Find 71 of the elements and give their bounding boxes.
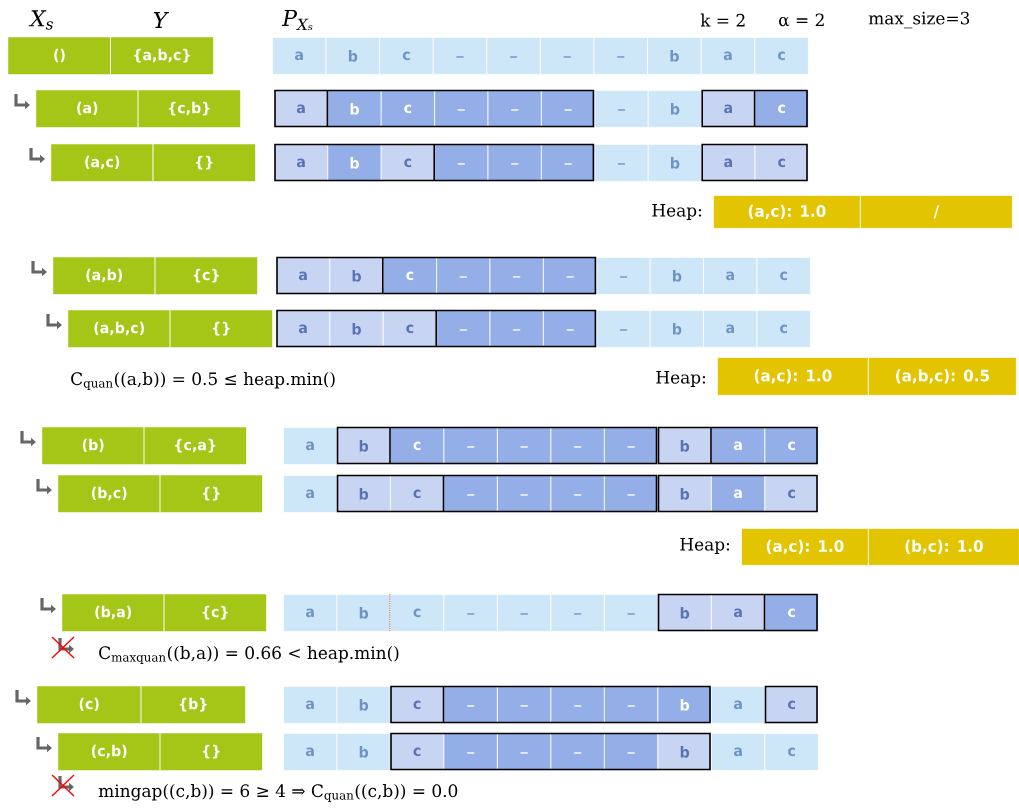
sequence-cell: _ bbox=[550, 594, 605, 632]
sequence-cell: _ bbox=[593, 37, 648, 75]
sequence-cell: _ bbox=[443, 594, 498, 632]
pattern-row-box: (c,b) {} bbox=[58, 732, 263, 771]
sequence-cell: b bbox=[657, 594, 712, 632]
sequence-cell: a bbox=[283, 427, 338, 465]
pattern-row-box: (a) {c,b} bbox=[36, 89, 241, 128]
sequence-cell: b bbox=[647, 90, 702, 128]
sequence-cell: _ bbox=[540, 37, 595, 75]
sequence-cell: _ bbox=[596, 257, 651, 295]
heap-box: (a,c): 1.0 bbox=[717, 357, 869, 396]
sequence-cell: a bbox=[711, 686, 766, 724]
sequence-cell: c bbox=[756, 310, 811, 348]
sequence-cell: b bbox=[647, 144, 702, 182]
pattern-row-box: (a,c) {} bbox=[51, 143, 256, 182]
sequence-cell: b bbox=[649, 310, 704, 348]
pattern-row-box: (c) {b} bbox=[37, 685, 246, 724]
sequence-cell: b bbox=[657, 475, 712, 513]
sequence-cell: a bbox=[700, 37, 756, 75]
sequence-cell: c bbox=[764, 733, 819, 771]
column-header: X$_{s}$ bbox=[28, 10, 53, 30]
sequence-cell: b bbox=[336, 733, 391, 771]
pattern-row-box: (a,b) {c} bbox=[53, 256, 258, 295]
sequence-cell: b bbox=[647, 37, 702, 75]
heap-box: (a,b,c): 0.5 bbox=[868, 357, 1017, 396]
sequence-cell: a bbox=[703, 310, 758, 348]
heap-box: (b,c): 1.0 bbox=[868, 528, 1019, 566]
annotation-text: C$_{quan}$((a,b)) = 0.5 ≤ heap.min() bbox=[71, 372, 335, 390]
sequence-cell: a bbox=[283, 733, 338, 771]
sequence-cell: b bbox=[325, 37, 380, 75]
sequence-cell: a bbox=[283, 686, 338, 724]
annotation-text: mingap((c,b)) = 6 ≥ 4 ⇒ C$_{quan}$((c,b)) = 0.0 bbox=[98, 784, 458, 802]
annotation-text: k = 2 bbox=[700, 13, 745, 27]
sequence-cell: _ bbox=[594, 144, 649, 182]
sequence-cell: b bbox=[336, 427, 391, 465]
sequence-cell: b bbox=[336, 686, 391, 724]
heap-label: Heap: bbox=[680, 538, 730, 554]
sequence-cell: b bbox=[336, 475, 391, 513]
sequence-cell: c bbox=[756, 257, 811, 295]
heap-box: (a,c): 1.0 bbox=[713, 195, 861, 229]
column-header: Y bbox=[153, 12, 169, 28]
sequence-cell: _ bbox=[432, 37, 488, 75]
pattern-row-box: (b,a) {c} bbox=[62, 593, 267, 632]
heap-box: (a,c): 1.0 bbox=[741, 528, 869, 566]
pattern-row-box: (a,b,c) {} bbox=[68, 309, 273, 348]
heap-label: Heap: bbox=[656, 371, 706, 387]
pattern-row-box: (b) {c,a} bbox=[42, 426, 247, 465]
sequence-cell: _ bbox=[594, 90, 649, 128]
annotation-text: C$_{maxquan}$((b,a)) = 0.66 < heap.min() bbox=[99, 646, 399, 664]
sequence-cell: b bbox=[336, 594, 391, 632]
heap-box: / bbox=[860, 195, 1013, 229]
sequence-cell: _ bbox=[604, 594, 659, 632]
annotation-text: α = 2 bbox=[779, 13, 824, 27]
sequence-cell: a bbox=[703, 257, 758, 295]
sequence-cell: a bbox=[711, 733, 766, 771]
sequence-cell: _ bbox=[596, 310, 651, 348]
sequence-cell: _ bbox=[486, 37, 541, 75]
pattern-row-box: () {a,b,c} bbox=[8, 36, 214, 75]
pattern-row-box: (b,c) {} bbox=[58, 474, 263, 513]
sequence-cell: _ bbox=[497, 594, 552, 632]
column-header: P$_{Xₛ}$ bbox=[281, 9, 313, 31]
sequence-cell: a bbox=[272, 37, 327, 75]
sequence-cell: c bbox=[754, 37, 809, 75]
heap-label: Heap: bbox=[652, 204, 702, 220]
sequence-cell: c bbox=[379, 37, 434, 75]
sequence-cell: a bbox=[283, 594, 338, 632]
annotation-text: max_size=3 bbox=[868, 11, 970, 29]
sequence-cell: b bbox=[649, 257, 704, 295]
sequence-cell: a bbox=[283, 475, 338, 513]
sequence-cell: c bbox=[390, 594, 445, 632]
sequence-cell: b bbox=[657, 427, 712, 465]
